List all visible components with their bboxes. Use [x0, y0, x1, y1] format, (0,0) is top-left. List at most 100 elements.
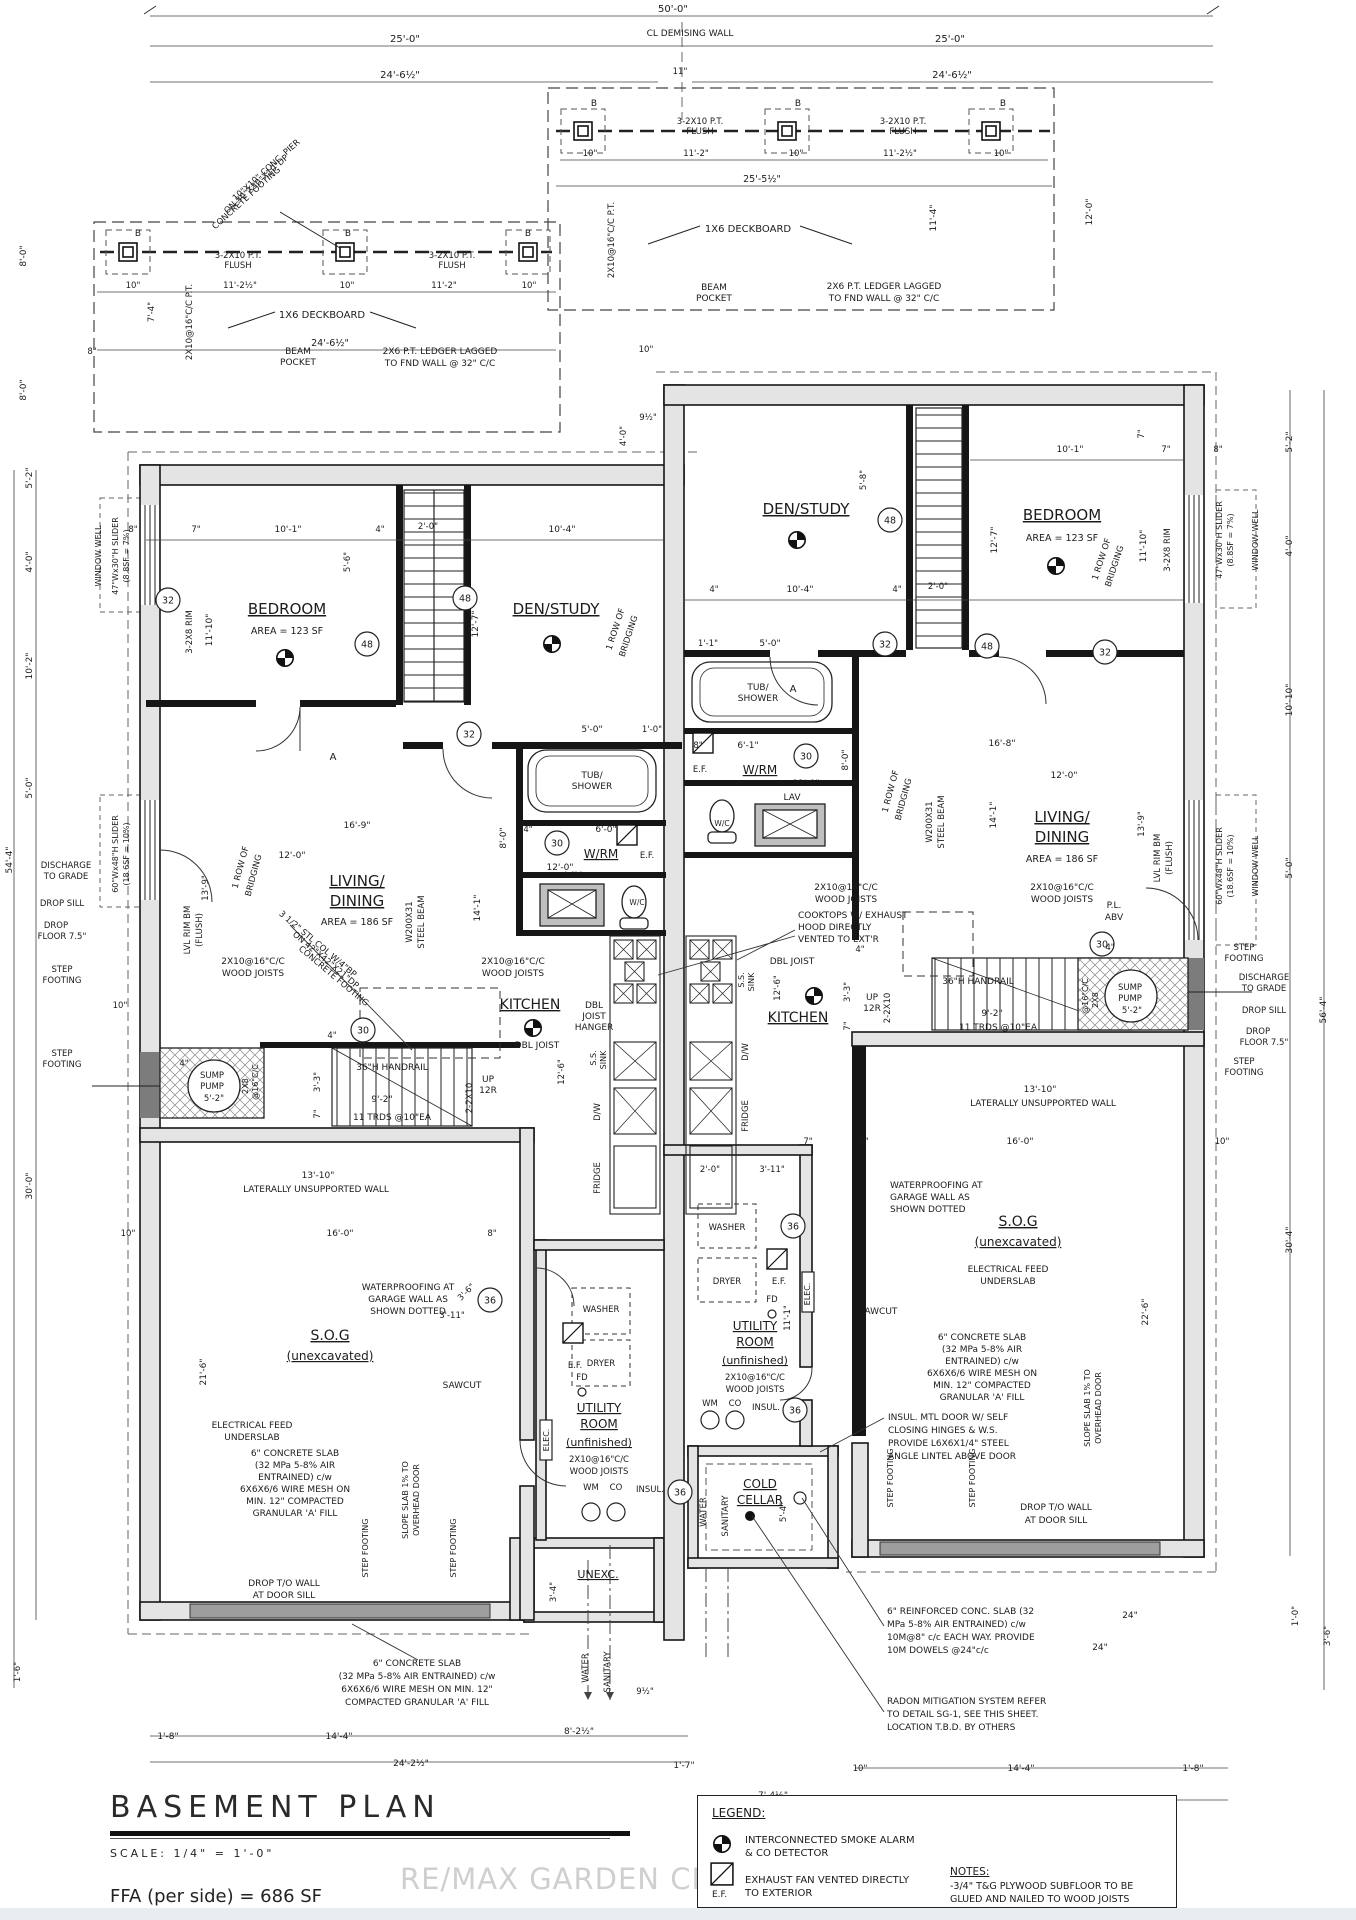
plan-label: POCKET [280, 358, 316, 368]
plan-label: GRANULAR 'A' FILL [253, 1509, 338, 1519]
plan-label: 3'-11" [439, 1311, 465, 1321]
plan-label: 7" [843, 1021, 853, 1030]
plan-label: 10" [583, 149, 598, 159]
plan-label: 13'-9" [201, 875, 211, 901]
plan-label: ELEC. [542, 1429, 551, 1452]
plan-label: 2'-0" [928, 582, 948, 592]
plan-label: W/C [629, 898, 644, 907]
plan-label: TO DETAIL SG-1, SEE THIS SHEET. [886, 1710, 1039, 1720]
plan-label: E.F. [568, 1361, 582, 1371]
plan-label: 2X10@16"C/C P.T. [607, 202, 617, 278]
plan-label: LAV [565, 871, 583, 881]
plan-label: 25'-5½" [743, 174, 781, 185]
tub-right [691, 661, 833, 723]
plan-label: W200X31 [405, 901, 415, 942]
plan-label: 24'-6½" [380, 69, 420, 81]
plan-label: ENTRAINED) c/w [258, 1473, 332, 1483]
plan-label: SINK [599, 1050, 608, 1069]
plan-label: ON 42"X42"X21"DP [290, 930, 360, 991]
plan-label: 14'-4" [325, 1732, 352, 1742]
fixtures [527, 661, 833, 930]
plan-label: 7" [313, 1109, 323, 1118]
legend-ef-line2: TO EXTERIOR [745, 1888, 813, 1899]
keynote-number: 32 [463, 730, 475, 741]
plan-label: 9'-2" [981, 1009, 1002, 1019]
plan-label: DINING [1035, 828, 1089, 846]
plan-label: 6" CONCRETE SLAB [373, 1659, 461, 1669]
plan-label: 14'-1" [473, 894, 483, 921]
plan-label: 10'-10" [1285, 684, 1295, 717]
plan-label: B [795, 99, 801, 109]
plan-label: DRYER [713, 1277, 741, 1287]
plan-label: P.L. [1107, 901, 1122, 911]
cooktop-right [689, 939, 733, 1004]
plan-label: 24'-6½" [932, 69, 972, 81]
plan-label: LVL RIM BM [183, 906, 193, 955]
exhaust-fan-icon [766, 1248, 788, 1270]
plan-label: 3-2X10 P.T. [880, 117, 927, 127]
plan-label: STEP FOOTING [886, 1448, 895, 1507]
co-circle-left [606, 1502, 626, 1522]
plan-label: SHOWER [738, 694, 778, 704]
plan-label: INSUL. [636, 1485, 664, 1495]
plan-label: 6'-1" [737, 741, 758, 751]
plan-label: (32 MPa 5-8% AIR ENTRAINED) c/w [339, 1672, 496, 1682]
plan-label: 8'-0" [499, 827, 509, 848]
plan-label: 8" [1213, 445, 1222, 455]
plan-label: B [1000, 99, 1006, 109]
plan-label: DEN/STUDY [513, 600, 601, 618]
plan-label: STEP [1233, 1057, 1254, 1067]
plan-label: OVERHEAD DOOR [412, 1464, 421, 1536]
plan-label: DBL [585, 1001, 603, 1011]
plan-label: 6" CONCRETE SLAB [251, 1449, 339, 1459]
keynote-circle [477, 1287, 503, 1313]
plan-label: B [525, 229, 531, 239]
plan-label: B [135, 229, 141, 239]
plan-label: E.F. [772, 1277, 786, 1287]
plan-label: 6X6X6/6 WIRE MESH ON [927, 1369, 1037, 1379]
notes-line1: -3/4" T&G PLYWOOD SUBFLOOR TO BE [950, 1881, 1134, 1892]
label-layer: 50'-0"CL DEMISING WALL25'-0"25'-0"24'-6½… [5, 4, 1333, 1807]
legend-box: LEGEND: INTERCONNECTED SMOKE ALARM & CO … [697, 1795, 1177, 1908]
plan-label: BEAM [701, 283, 727, 293]
plan-label: AREA = 123 SF [1026, 533, 1098, 544]
plan-label: TUB/ [746, 683, 769, 693]
plan-label: 3-2X10 P.T. [215, 251, 262, 261]
plan-label: SHOWN DOTTED [370, 1307, 446, 1317]
plan-label: 11'-2" [683, 149, 709, 159]
keynote-circle [974, 633, 1000, 659]
plan-label: 6'-0" [595, 825, 616, 835]
keynote-circle [354, 631, 380, 657]
plan-label: 6" CONCRETE SLAB [938, 1333, 1026, 1343]
plan-label: STEP [51, 965, 72, 975]
plan-label: 16'-9" [343, 821, 370, 831]
plan-label: SAWCUT [443, 1381, 482, 1391]
plan-label: 9'-2" [371, 1095, 392, 1105]
plan-label: SINK [747, 972, 756, 991]
keynote-number: 48 [459, 594, 471, 605]
plan-label: ANGLE LINTEL ABOVE DOOR [888, 1452, 1016, 1462]
smoke-alarm-icon [712, 1834, 732, 1857]
plan-label: 5'-0" [581, 725, 602, 735]
dimension-lines [13, 5, 1325, 1801]
plan-label: FD [766, 1295, 778, 1305]
plan-label: 11'-2½" [223, 281, 257, 291]
plan-label: CELLAR [737, 1493, 783, 1507]
lav-right [754, 803, 826, 847]
plan-label: 10'-1" [1056, 445, 1083, 455]
plan-label: 4" [892, 585, 901, 595]
plan-label: 1'-8" [1182, 1764, 1203, 1774]
plan-label: STEP FOOTING [361, 1518, 370, 1577]
plan-label: UTILITY [577, 1401, 622, 1415]
exhaust-fan-icon [562, 1322, 584, 1344]
keynote-number: 48 [981, 642, 993, 653]
keynote-number: 30 [1096, 940, 1108, 951]
plan-label: 54'-4" [5, 846, 15, 873]
plan-label: FLUSH [224, 261, 251, 271]
plan-label: WASHER [583, 1305, 620, 1315]
plan-label: WATER [581, 1653, 591, 1683]
plan-label: TO FND WALL @ 32" C/C [384, 359, 496, 369]
plan-label: PUMP [1118, 994, 1142, 1004]
door-swings [159, 656, 1199, 1487]
plan-label: 4" [179, 1059, 188, 1069]
